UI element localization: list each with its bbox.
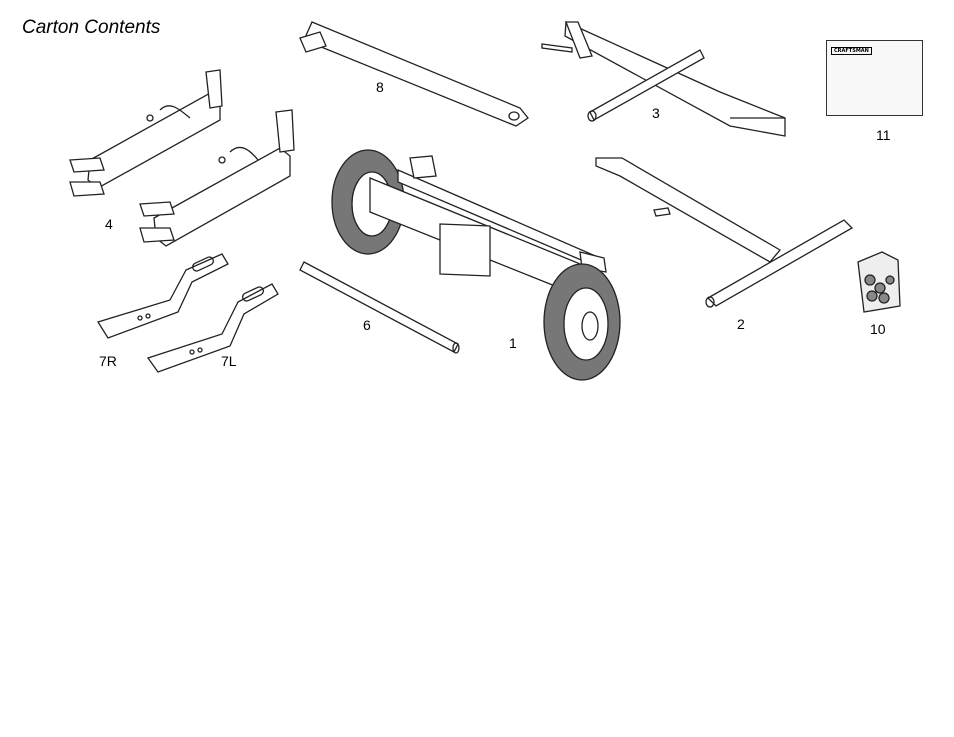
part-1-axle-assembly: [332, 150, 620, 380]
part-label-7R: 7R: [99, 353, 117, 369]
part-label-1: 1: [509, 335, 517, 351]
part-2-tongue: [596, 158, 852, 307]
part-3-tow-bar: [542, 22, 785, 136]
part-label-4: 4: [105, 216, 113, 232]
part-6-rod: [300, 262, 459, 353]
part-label-11: 11: [876, 127, 891, 143]
part-label-2: 2: [737, 316, 745, 332]
part-4-brackets: [70, 70, 294, 246]
part-label-7L: 7L: [221, 353, 237, 369]
manual-brand-logo: CRAFTSMAN: [831, 47, 872, 55]
part-label-10: 10: [870, 321, 886, 337]
part-10-hardware-bag: [858, 252, 900, 312]
part-label-3: 3: [652, 105, 660, 121]
part-label-8: 8: [376, 79, 384, 95]
part-7R-arm: [98, 254, 228, 338]
part-8-flat-bar: [300, 22, 528, 126]
part-7L-arm: [148, 284, 278, 372]
part-label-6: 6: [363, 317, 371, 333]
part-11-manual: CRAFTSMAN: [826, 40, 923, 116]
